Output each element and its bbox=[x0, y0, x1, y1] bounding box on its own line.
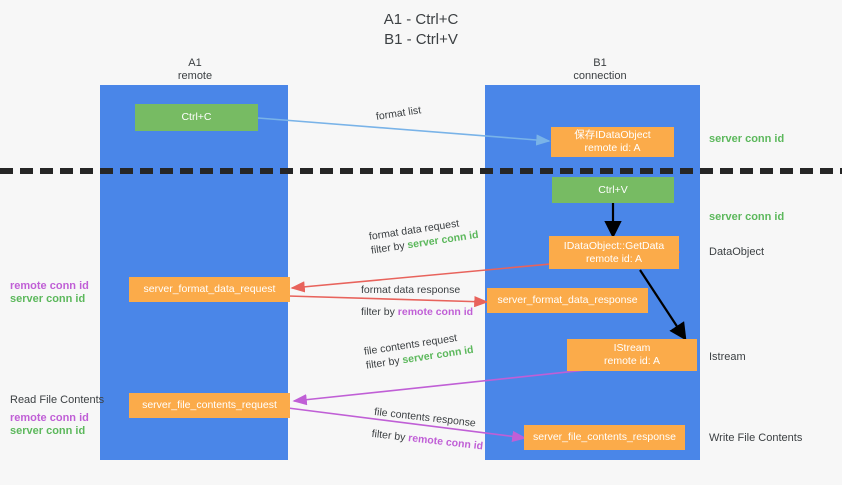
annotation-dataobject: DataObject bbox=[709, 246, 765, 258]
annotation-left-remote-conn-2: remote conn id bbox=[10, 412, 89, 424]
edge-label-format-data-response-line1: format data response bbox=[361, 284, 461, 296]
node-save-idataobject-line1: 保存IDataObject bbox=[574, 129, 651, 141]
node-save-idataobject-line2: remote id: A bbox=[584, 142, 641, 154]
annotation-left-server-conn-2: server conn id bbox=[10, 425, 86, 437]
arrow-format-list bbox=[257, 117, 551, 146]
node-istream-line1: IStream bbox=[613, 342, 651, 354]
annotation-read-file-contents: Read File Contents bbox=[10, 394, 105, 406]
arrow-file-contents-response bbox=[287, 407, 527, 442]
annotation-left-remote-conn-1: remote conn id bbox=[10, 280, 89, 292]
node-ctrl-v[interactable]: Ctrl+V bbox=[552, 177, 674, 203]
column-header-b1-name: B1 bbox=[593, 57, 607, 69]
node-idataobject-getdata-line2: remote id: A bbox=[585, 252, 643, 265]
node-save-idataobject[interactable]: 保存IDataObject remote id: A bbox=[551, 127, 674, 157]
node-server-format-data-request-label: server_format_data_request bbox=[143, 283, 276, 295]
page-title: A1 - Ctrl+C B1 - Ctrl+V bbox=[383, 11, 459, 48]
node-idataobject-getdata[interactable]: IDataObject::GetData remote id: A bbox=[549, 236, 679, 269]
node-server-file-contents-response[interactable]: server_file_contents_response bbox=[524, 425, 685, 450]
node-server-file-contents-request-label: server_file_contents_request bbox=[142, 399, 277, 411]
arrow-getdata-to-istream bbox=[639, 269, 687, 341]
node-ctrl-v-label: Ctrl+V bbox=[598, 183, 628, 196]
filter-prefix: filter by bbox=[361, 306, 398, 318]
column-header-a1-sub: remote bbox=[177, 70, 213, 82]
arrow-format-data-response bbox=[287, 295, 489, 308]
node-server-format-data-request[interactable]: server_format_data_request bbox=[129, 277, 290, 302]
node-server-format-data-response-label: server_format_data_response bbox=[497, 294, 638, 306]
node-server-file-contents-request[interactable]: server_file_contents_request bbox=[129, 393, 290, 418]
node-istream-line2: remote id: A bbox=[603, 355, 661, 367]
edge-label-format-data-response: format data response filter by remote co… bbox=[361, 283, 473, 319]
annotation-write-file-contents: Write File Contents bbox=[709, 432, 803, 444]
filter-prefix: filter by bbox=[371, 427, 409, 444]
annotation-istream: Istream bbox=[709, 351, 746, 363]
node-istream[interactable]: IStream remote id: A bbox=[567, 339, 697, 371]
node-ctrl-c[interactable]: Ctrl+C bbox=[135, 104, 258, 131]
filter-key-remote-conn-id: remote conn id bbox=[397, 306, 474, 318]
node-idataobject-getdata-line1: IDataObject::GetData bbox=[563, 239, 665, 252]
annotation-left-server-conn-1: server conn id bbox=[10, 293, 86, 305]
column-header-a1-name: A1 bbox=[188, 57, 202, 69]
node-ctrl-c-label: Ctrl+C bbox=[181, 111, 212, 123]
node-server-file-contents-response-label: server_file_contents_response bbox=[532, 431, 676, 443]
column-header-b1-sub: connection bbox=[573, 70, 627, 82]
edge-label-format-data-response-filter: filter by remote conn id bbox=[361, 305, 473, 319]
annotation-server-conn-mid: server conn id bbox=[709, 211, 785, 223]
node-server-format-data-response[interactable]: server_format_data_response bbox=[487, 288, 648, 313]
annotation-server-conn-top: server conn id bbox=[709, 133, 785, 145]
dashed-divider bbox=[0, 168, 842, 174]
